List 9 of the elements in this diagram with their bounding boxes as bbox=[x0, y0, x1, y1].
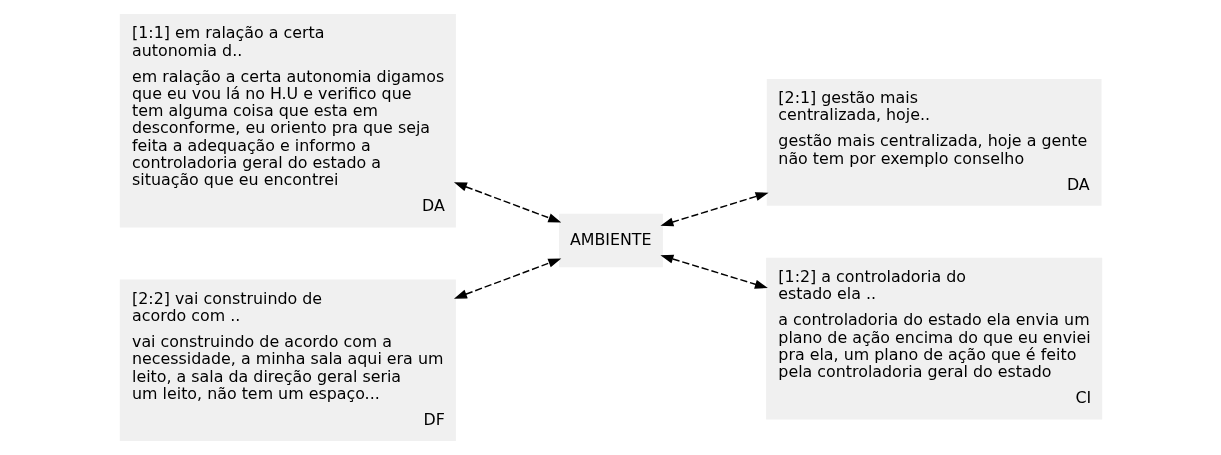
arrow bbox=[453, 182, 561, 223]
node-box: [2:2] vai construindo de acordo com .. vai construindo de acordo com a necessidade, a minha sala aqui era um leito, a sala da direção geral seria um leito, não tem um espaço... DF bbox=[119, 279, 456, 441]
node-box: [1:2] a controladoria do estado ela .. a controladoria do estado ela envia um plano de ação encima do que eu enviei pra ela, um plano de ação que é feito pela controladoria geral do estado CI bbox=[765, 257, 1102, 420]
node-box: [2:1] gestão mais centralizada, hoje.. gestão mais centralizada, hoje a gente não tem por exemplo conselho DA bbox=[766, 78, 1101, 206]
arrow bbox=[659, 254, 768, 289]
node-box: AMBIENTE bbox=[558, 213, 663, 268]
arrow bbox=[453, 258, 561, 299]
arrow bbox=[659, 192, 769, 227]
node-box: [1:1] em ralação a certa autonomia d.. em ralação a certa autonomia digamos que eu vou lá no H.U e verifico que tem alguma coisa que esta em desconforme, eu oriento pra que seja feita a adequação e informo a controladoria geral do estado a situação que eu encontrei DA bbox=[119, 14, 456, 228]
